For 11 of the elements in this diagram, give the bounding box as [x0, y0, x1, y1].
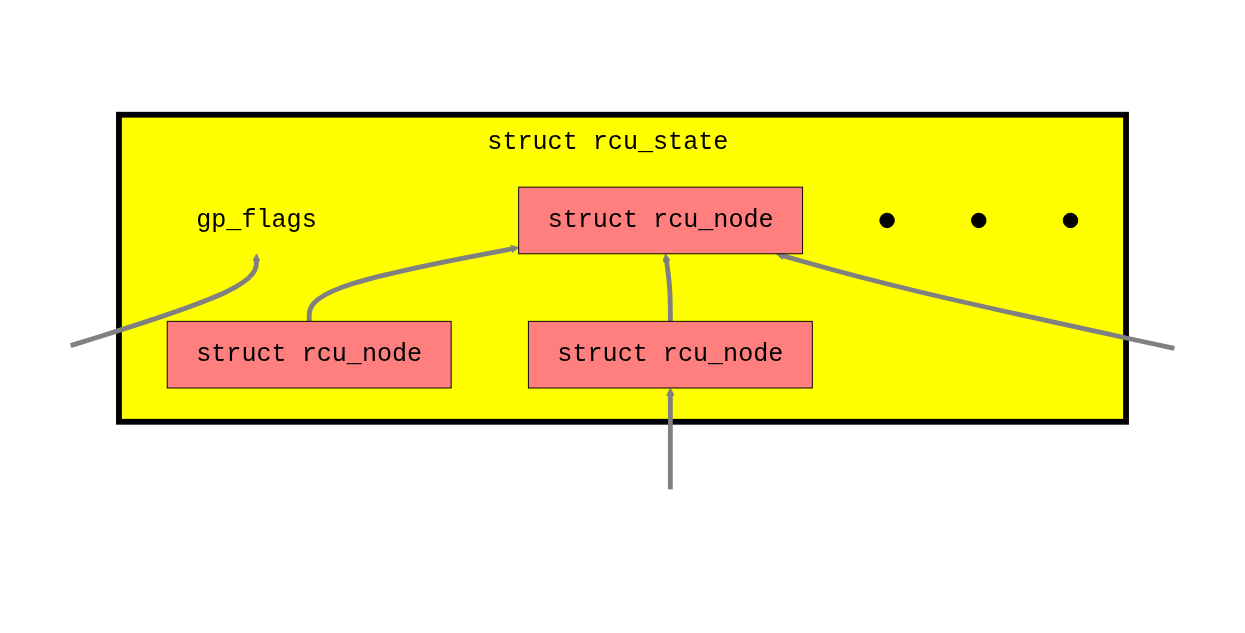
arrow	[69, 253, 261, 348]
node-text: gp_flags	[196, 205, 317, 235]
node-box: struct rcu_node	[166, 320, 452, 389]
node-box: struct rcu_node	[527, 320, 813, 389]
arrow	[666, 387, 675, 490]
arrow	[662, 253, 673, 322]
node-box: struct rcu_node	[518, 186, 804, 255]
node-circle	[879, 212, 895, 229]
arrow	[306, 244, 520, 322]
node-circle	[1062, 212, 1079, 229]
node-circle	[971, 212, 987, 229]
